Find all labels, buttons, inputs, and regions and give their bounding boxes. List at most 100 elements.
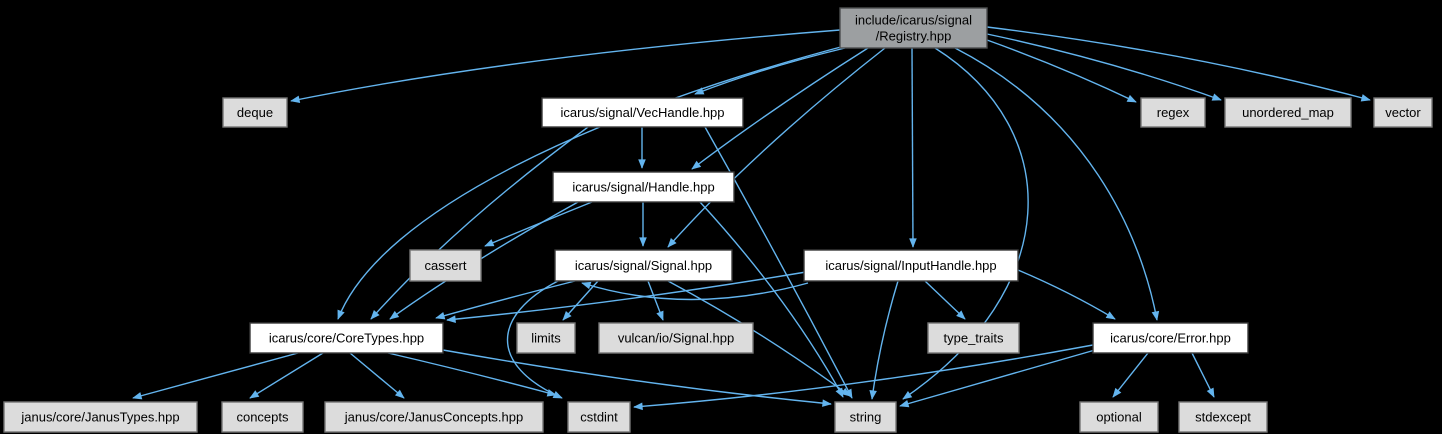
node-box-deque[interactable] [222, 97, 288, 128]
edge-registry-to-inputHandle [909, 47, 917, 248]
node-box-stdexcept[interactable] [1178, 401, 1268, 433]
node-box-concepts[interactable] [221, 401, 304, 433]
edge-coreTypes-to-janusTypes [132, 352, 299, 400]
node-typeTraits[interactable]: type_traits [927, 322, 1020, 354]
edge-vecHandle-to-coreTypes [370, 126, 589, 320]
node-vecHandle[interactable]: icarus/signal/VecHandle.hpp [541, 97, 744, 128]
node-label-registry: include/icarus/signal/Registry.hpp [855, 13, 972, 44]
edge-inputHandle-to-signal [581, 281, 809, 301]
node-label-vulcan: vulcan/io/Signal.hpp [618, 331, 734, 346]
edges-layer [132, 26, 1371, 411]
edge-signal-to-string [667, 280, 851, 397]
edge-inputHandle-to-coreTypes [446, 271, 807, 323]
node-box-regex[interactable] [1140, 97, 1206, 128]
node-unorderedMap[interactable]: unordered_map [1224, 97, 1352, 128]
node-box-limits[interactable] [516, 322, 576, 354]
node-box-registry[interactable] [839, 7, 988, 49]
node-deque[interactable]: deque [222, 97, 288, 128]
node-label-limits: limits [531, 331, 561, 346]
edge-registry-to-vecHandle [694, 47, 846, 95]
node-cstdint[interactable]: cstdint [567, 401, 631, 433]
edge-error-to-stdexcept [1191, 352, 1215, 398]
node-label-vector: vector [1385, 105, 1421, 120]
node-vulcan[interactable]: vulcan/io/Signal.hpp [598, 322, 754, 354]
node-label-coreTypes: icarus/core/CoreTypes.hpp [269, 331, 424, 346]
node-box-janusTypes[interactable] [3, 401, 198, 433]
node-inputHandle[interactable]: icarus/signal/InputHandle.hpp [803, 249, 1019, 282]
node-concepts[interactable]: concepts [221, 401, 304, 433]
node-optional[interactable]: optional [1079, 401, 1159, 433]
node-box-inputHandle[interactable] [803, 249, 1019, 282]
node-string[interactable]: string [834, 401, 897, 433]
node-box-typeTraits[interactable] [927, 322, 1020, 354]
node-label-cstdint: cstdint [580, 410, 618, 425]
edge-signal-to-coreTypes [435, 280, 576, 320]
edge-registry-to-signal [667, 47, 886, 248]
node-label-concepts: concepts [236, 410, 289, 425]
node-label-stdexcept: stdexcept [1195, 410, 1251, 425]
node-error[interactable]: icarus/core/Error.hpp [1092, 322, 1249, 354]
edge-signal-to-cstdint [507, 280, 563, 399]
edge-registry-to-vector [986, 26, 1371, 102]
node-vector[interactable]: vector [1373, 97, 1433, 128]
edge-handle-to-cassert [484, 201, 593, 247]
node-box-cstdint[interactable] [567, 401, 631, 433]
node-box-string[interactable] [834, 401, 897, 433]
edge-handle-to-string [699, 201, 844, 398]
node-label-regex: regex [1157, 105, 1190, 120]
edge-error-to-optional [1112, 352, 1149, 398]
node-handle[interactable]: icarus/signal/Handle.hpp [552, 171, 735, 203]
node-coreTypes[interactable]: icarus/core/CoreTypes.hpp [249, 322, 444, 354]
node-label-deque: deque [237, 105, 273, 120]
edge-error-to-string [899, 349, 1096, 408]
edge-registry-to-handle [691, 47, 869, 170]
edge-signal-to-vulcan [647, 280, 664, 321]
edge-vecHandle-to-string [704, 126, 853, 399]
node-box-error[interactable] [1092, 322, 1249, 354]
edge-coreTypes-to-string [442, 349, 832, 407]
node-stdexcept[interactable]: stdexcept [1178, 401, 1268, 433]
edge-error-to-cstdint [633, 344, 1094, 411]
node-label-handle: icarus/signal/Handle.hpp [572, 180, 714, 195]
node-box-vecHandle[interactable] [541, 97, 744, 128]
node-label-vecHandle: icarus/signal/VecHandle.hpp [560, 105, 724, 120]
node-label-cassert: cassert [425, 258, 467, 273]
edge-registry-to-deque [290, 29, 841, 104]
node-limits[interactable]: limits [516, 322, 576, 354]
edge-registry-to-unorderedMap [986, 33, 1222, 101]
node-box-handle[interactable] [552, 171, 735, 203]
edge-inputHandle-to-error [1017, 269, 1116, 320]
node-signal[interactable]: icarus/signal/Signal.hpp [554, 249, 733, 282]
node-janusConcepts[interactable]: janus/core/JanusConcepts.hpp [324, 401, 544, 433]
node-box-janusConcepts[interactable] [324, 401, 544, 433]
node-label-typeTraits: type_traits [944, 331, 1004, 346]
edge-inputHandle-to-string [869, 280, 899, 400]
node-box-coreTypes[interactable] [249, 322, 444, 354]
node-registry[interactable]: include/icarus/signal/Registry.hpp [839, 7, 988, 49]
edge-signal-to-limits [562, 280, 599, 321]
node-box-vector[interactable] [1373, 97, 1433, 128]
node-box-vulcan[interactable] [598, 322, 754, 354]
edge-registry-to-error [954, 47, 1160, 321]
edge-coreTypes-to-janusConcepts [349, 352, 405, 399]
node-label-signal: icarus/signal/Signal.hpp [575, 258, 712, 273]
node-box-optional[interactable] [1079, 401, 1159, 433]
node-label-optional: optional [1096, 410, 1142, 425]
edge-registry-to-coreTypes [337, 43, 853, 320]
node-janusTypes[interactable]: janus/core/JanusTypes.hpp [3, 401, 198, 433]
node-label-error: icarus/core/Error.hpp [1110, 331, 1231, 346]
node-box-signal[interactable] [554, 249, 733, 282]
node-regex[interactable]: regex [1140, 97, 1206, 128]
node-box-cassert[interactable] [409, 249, 482, 282]
node-cassert[interactable]: cassert [409, 249, 482, 282]
node-label-janusConcepts: janus/core/JanusConcepts.hpp [344, 410, 524, 425]
nodes-layer: include/icarus/signal/Registry.hpp deque i… [3, 7, 1433, 433]
node-label-unorderedMap: unordered_map [1242, 105, 1334, 120]
node-box-unorderedMap[interactable] [1224, 97, 1352, 128]
edge-inputHandle-to-typeTraits [924, 280, 966, 320]
node-label-string: string [850, 410, 882, 425]
node-label-janusTypes: janus/core/JanusTypes.hpp [20, 410, 179, 425]
edge-coreTypes-to-concepts [249, 352, 324, 399]
